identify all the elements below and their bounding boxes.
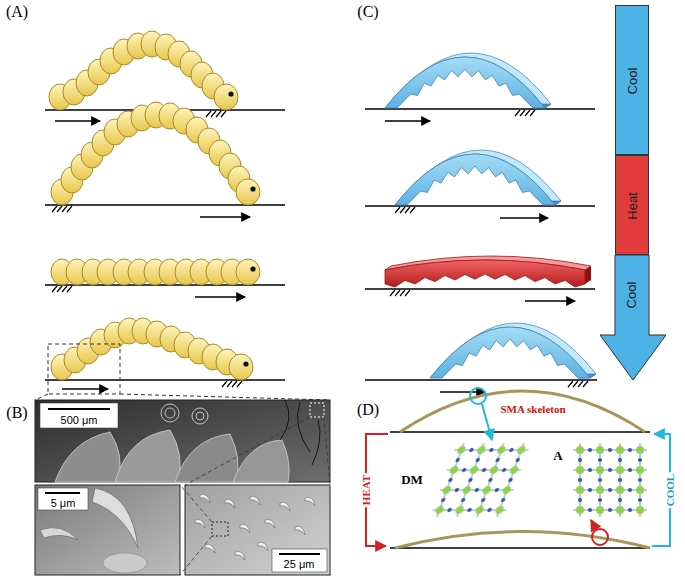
label-text: (A) (6, 3, 28, 21)
label-text: A (553, 449, 562, 464)
panel-letter: (D) (357, 401, 379, 419)
zoom-lines (180, 417, 330, 575)
zoom-arrow (591, 520, 596, 529)
anchor-hatch (52, 111, 242, 387)
label-text: (D) (357, 401, 379, 419)
substrate-line (390, 547, 650, 549)
label-text: DM (401, 473, 423, 488)
sma-robot (385, 53, 596, 378)
panel-letter: (B) (6, 404, 27, 422)
zoom-circle (592, 529, 608, 545)
martensite-lattice (430, 443, 531, 517)
sem-image (185, 485, 330, 575)
label-text: (B) (6, 404, 27, 422)
zoom-line (120, 394, 330, 400)
label-text: COOL (664, 474, 677, 506)
phase-text: Heat (626, 192, 641, 219)
zoom-arrow (482, 404, 492, 440)
zoom-line (35, 394, 48, 400)
zoom-box (48, 344, 120, 394)
segment-text-holder: Cool (625, 282, 640, 309)
austenite-lattice (573, 443, 647, 517)
motion-arrow (62, 388, 108, 389)
zoom-circle (470, 388, 486, 404)
component-label: SMA skeleton (500, 403, 565, 416)
sem-image (35, 400, 330, 482)
process-label: HEAT (360, 473, 373, 507)
segment-text-holder: Heat (626, 192, 641, 219)
motion-arrow (55, 120, 100, 121)
ground-lines (365, 109, 597, 380)
motion-arrow (200, 216, 250, 217)
thermal-bar-segment: Heat (615, 155, 649, 255)
panel-letter: (A) (6, 3, 28, 21)
scale-bar-label: 5 μm (51, 497, 76, 510)
substrate-line (390, 431, 650, 433)
sma-arc (400, 391, 645, 432)
label-text: 500 μm (61, 414, 98, 427)
caterpillar (49, 31, 238, 110)
sem-image (35, 485, 180, 575)
arrow-shape (600, 255, 666, 380)
zoom-callout (35, 344, 330, 400)
ground-lines (45, 110, 285, 380)
ground-line (45, 379, 285, 381)
thermal-bar-segment: Cool (600, 255, 666, 380)
anchor-hatch (52, 286, 72, 292)
sma-arc (395, 532, 650, 549)
phase-label: A (553, 449, 562, 464)
label-text: (C) (357, 3, 378, 21)
anchor-hatch (206, 111, 226, 117)
motion-arrow (195, 296, 245, 297)
anchor-hatch (52, 206, 72, 212)
phase-text: Cool (625, 282, 640, 309)
label-text: SMA skeleton (500, 403, 565, 416)
caterpillar (51, 318, 253, 380)
motion-arrows (55, 121, 250, 389)
phase-diagram (366, 388, 670, 548)
arrow-outline (600, 255, 666, 380)
phase-label: DM (401, 473, 423, 488)
phase-text: Cool (626, 68, 641, 95)
thermal-bar-segment: Cool (615, 5, 649, 155)
anchor-hatch (222, 381, 242, 387)
label-text: 25 μm (284, 558, 315, 571)
scale-bar-label: 500 μm (61, 414, 98, 427)
panel-letter: (C) (357, 3, 378, 21)
scale-bar-label: 25 μm (284, 558, 315, 571)
label-text: 5 μm (51, 497, 76, 510)
segment-text-holder: Cool (626, 68, 641, 95)
caterpillar (51, 259, 260, 285)
process-label: COOL (664, 472, 677, 508)
label-text: HEAT (360, 475, 373, 505)
caterpillar (51, 102, 260, 205)
